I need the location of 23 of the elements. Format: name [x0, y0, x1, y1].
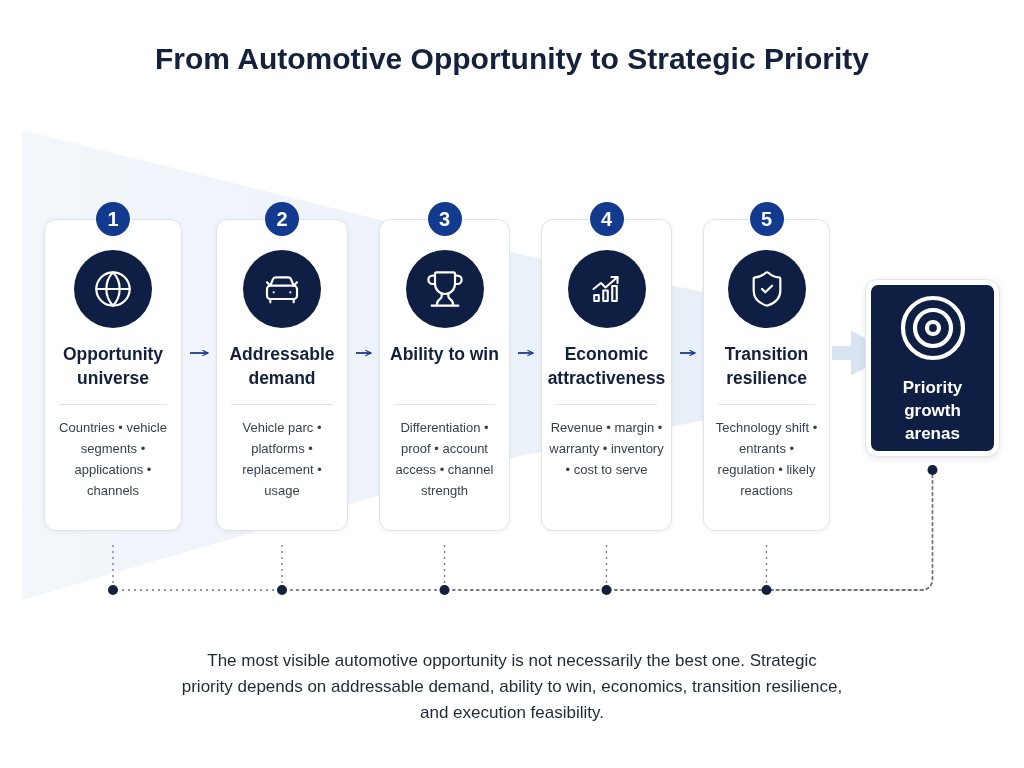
title: From Automotive Opportunity to Strategic Priority — [154, 41, 870, 77]
step-title: Economic attractiveness — [546, 343, 667, 390]
step-title: Addressable demand — [228, 343, 336, 390]
arrow — [355, 349, 372, 357]
step-details: Countries • vehicle segments • applications • channels — [58, 419, 168, 500]
arrow — [189, 349, 209, 357]
outcome-box — [866, 280, 999, 456]
step-number-badge: 4 — [589, 202, 624, 236]
step-number-badge: 1 — [96, 202, 130, 236]
step-title: Transition resilience — [723, 343, 810, 390]
step-number-badge: 5 — [749, 202, 784, 236]
arrow — [679, 349, 696, 357]
step-details: Differentiation • proof • account access • channel strength — [394, 419, 495, 500]
step-number-badge: 2 — [265, 202, 299, 236]
step-details: Technology shift • entrants • regulation • likely reactions — [714, 419, 819, 500]
step-title: Opportunity universe — [61, 343, 165, 390]
step-number-badge: 3 — [427, 202, 462, 236]
step-details: Vehicle parc • platforms • replacement • usage — [241, 419, 323, 500]
outcome-label: Priority growth arenas — [901, 376, 964, 445]
caption: The most visible automotive opportunity is not necessarily the best one. Strategic priority depends on addressable demand, ability to win, economics, transition resilience, and execution feasibility. — [180, 650, 844, 724]
step-title: Ability to win — [389, 343, 500, 366]
step-details: Revenue • margin • warranty • inventory • cost to serve — [548, 419, 665, 479]
arrow — [517, 349, 534, 357]
